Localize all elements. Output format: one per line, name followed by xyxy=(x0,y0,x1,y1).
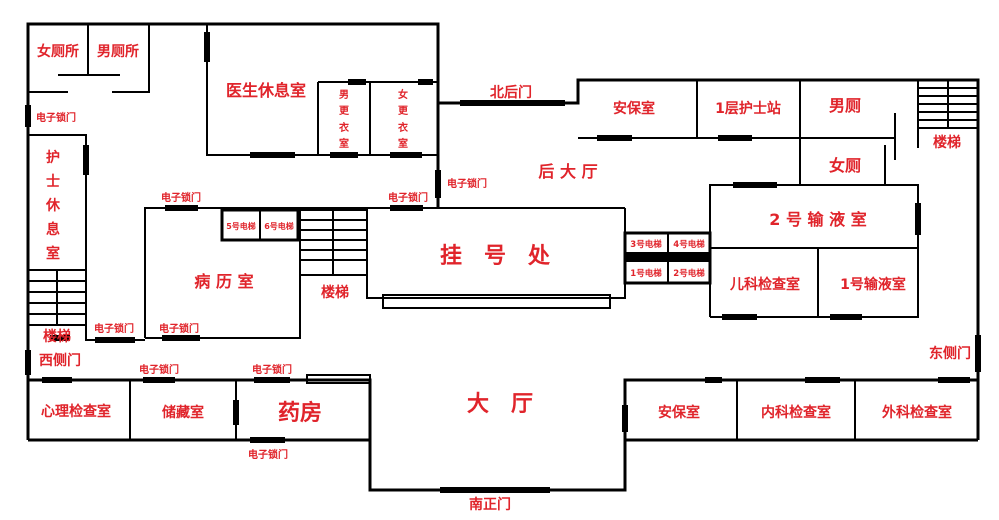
label-elevator-5: 5号电梯 xyxy=(226,221,256,231)
label-e-lock-door: 电子锁门 xyxy=(159,322,199,335)
label-registration: 挂 号 处 xyxy=(440,243,550,269)
label-nurse-rest: 息 xyxy=(46,221,60,238)
label-nurse-rest: 室 xyxy=(46,245,60,262)
label-medical-records: 病 历 室 xyxy=(194,272,253,291)
label-elevator-3: 3号电梯 xyxy=(630,239,662,250)
label-north-back-door: 北后门 xyxy=(490,84,532,101)
label-rear-hall: 后 大 厅 xyxy=(538,162,597,181)
label-womens-toilet-west: 女厕所 xyxy=(37,43,79,60)
label-e-lock-door: 电子锁门 xyxy=(388,191,428,204)
label-main-hall: 大 厅 xyxy=(467,392,533,417)
label-nurse-rest: 护 xyxy=(46,149,60,166)
label-stairs-west: 楼梯 xyxy=(43,328,71,345)
label-elevator-1: 1号电梯 xyxy=(630,268,662,279)
label-storage: 储藏室 xyxy=(161,404,204,421)
label-nurse-rest: 休 xyxy=(45,197,61,214)
label-nurse-rest: 士 xyxy=(46,173,60,190)
label-female-locker: 衣 xyxy=(398,121,408,134)
label-internal-exam: 内科检查室 xyxy=(761,404,831,421)
label-infusion-2: 2 号 输 液 室 xyxy=(769,210,866,229)
label-e-lock-door: 电子锁门 xyxy=(447,177,487,190)
label-elevator-2: 2号电梯 xyxy=(673,268,705,279)
label-e-lock-door: 电子锁门 xyxy=(94,322,134,335)
label-e-lock-door: 电子锁门 xyxy=(252,363,292,376)
stairs-west-steps xyxy=(27,269,87,326)
label-e-lock-door: 电子锁门 xyxy=(139,363,179,376)
label-surgical-exam: 外科检查室 xyxy=(882,404,952,421)
label-infusion-1: 1号输液室 xyxy=(840,276,906,293)
label-south-main-door: 南正门 xyxy=(469,496,511,513)
label-male-locker: 男 xyxy=(339,89,349,101)
label-male-locker: 衣 xyxy=(339,121,349,134)
label-pharmacy: 药房 xyxy=(278,400,322,426)
label-doctor-rest: 医生休息室 xyxy=(226,81,306,100)
label-male-locker: 室 xyxy=(339,137,349,150)
door-labels: 北后门 南正门 西侧门 东侧门 电子锁门 电子锁门 电子锁门 电子锁门 电子锁门… xyxy=(36,84,971,513)
label-psych-exam: 心理检查室 xyxy=(41,403,111,420)
label-female-locker: 更 xyxy=(398,105,409,117)
label-e-lock-door: 电子锁门 xyxy=(36,111,76,124)
doors xyxy=(25,32,981,493)
label-e-lock-door: 电子锁门 xyxy=(248,448,288,461)
label-e-lock-door: 电子锁门 xyxy=(161,191,201,204)
label-womens-toilet-east: 女厕 xyxy=(829,156,861,175)
stairs-center-steps xyxy=(299,209,368,276)
label-female-locker: 女 xyxy=(398,88,408,101)
label-stairs-center: 楼梯 xyxy=(321,284,349,301)
label-security-north: 安保室 xyxy=(613,100,655,117)
label-pediatric-exam: 儿科检查室 xyxy=(729,276,800,293)
label-female-locker: 室 xyxy=(398,137,408,150)
label-male-locker: 更 xyxy=(339,105,350,117)
label-elevator-4: 4号电梯 xyxy=(673,239,705,250)
label-west-side-door: 西侧门 xyxy=(39,352,81,369)
label-mens-toilet-west: 男厕所 xyxy=(97,43,139,60)
label-stairs-east: 楼梯 xyxy=(933,134,961,151)
label-mens-toilet-east: 男厕 xyxy=(829,96,861,115)
label-elevator-6: 6号电梯 xyxy=(264,221,294,231)
stairs-east-steps xyxy=(918,80,978,129)
label-nurse-station: 1层护士站 xyxy=(715,100,781,117)
label-security-south: 安保室 xyxy=(658,404,700,421)
room-labels: 女厕所 男厕所 医生休息室 男 更 衣 室 女 更 衣 室 护 士 休 息 室 … xyxy=(37,43,961,426)
label-east-side-door: 东侧门 xyxy=(929,345,971,362)
